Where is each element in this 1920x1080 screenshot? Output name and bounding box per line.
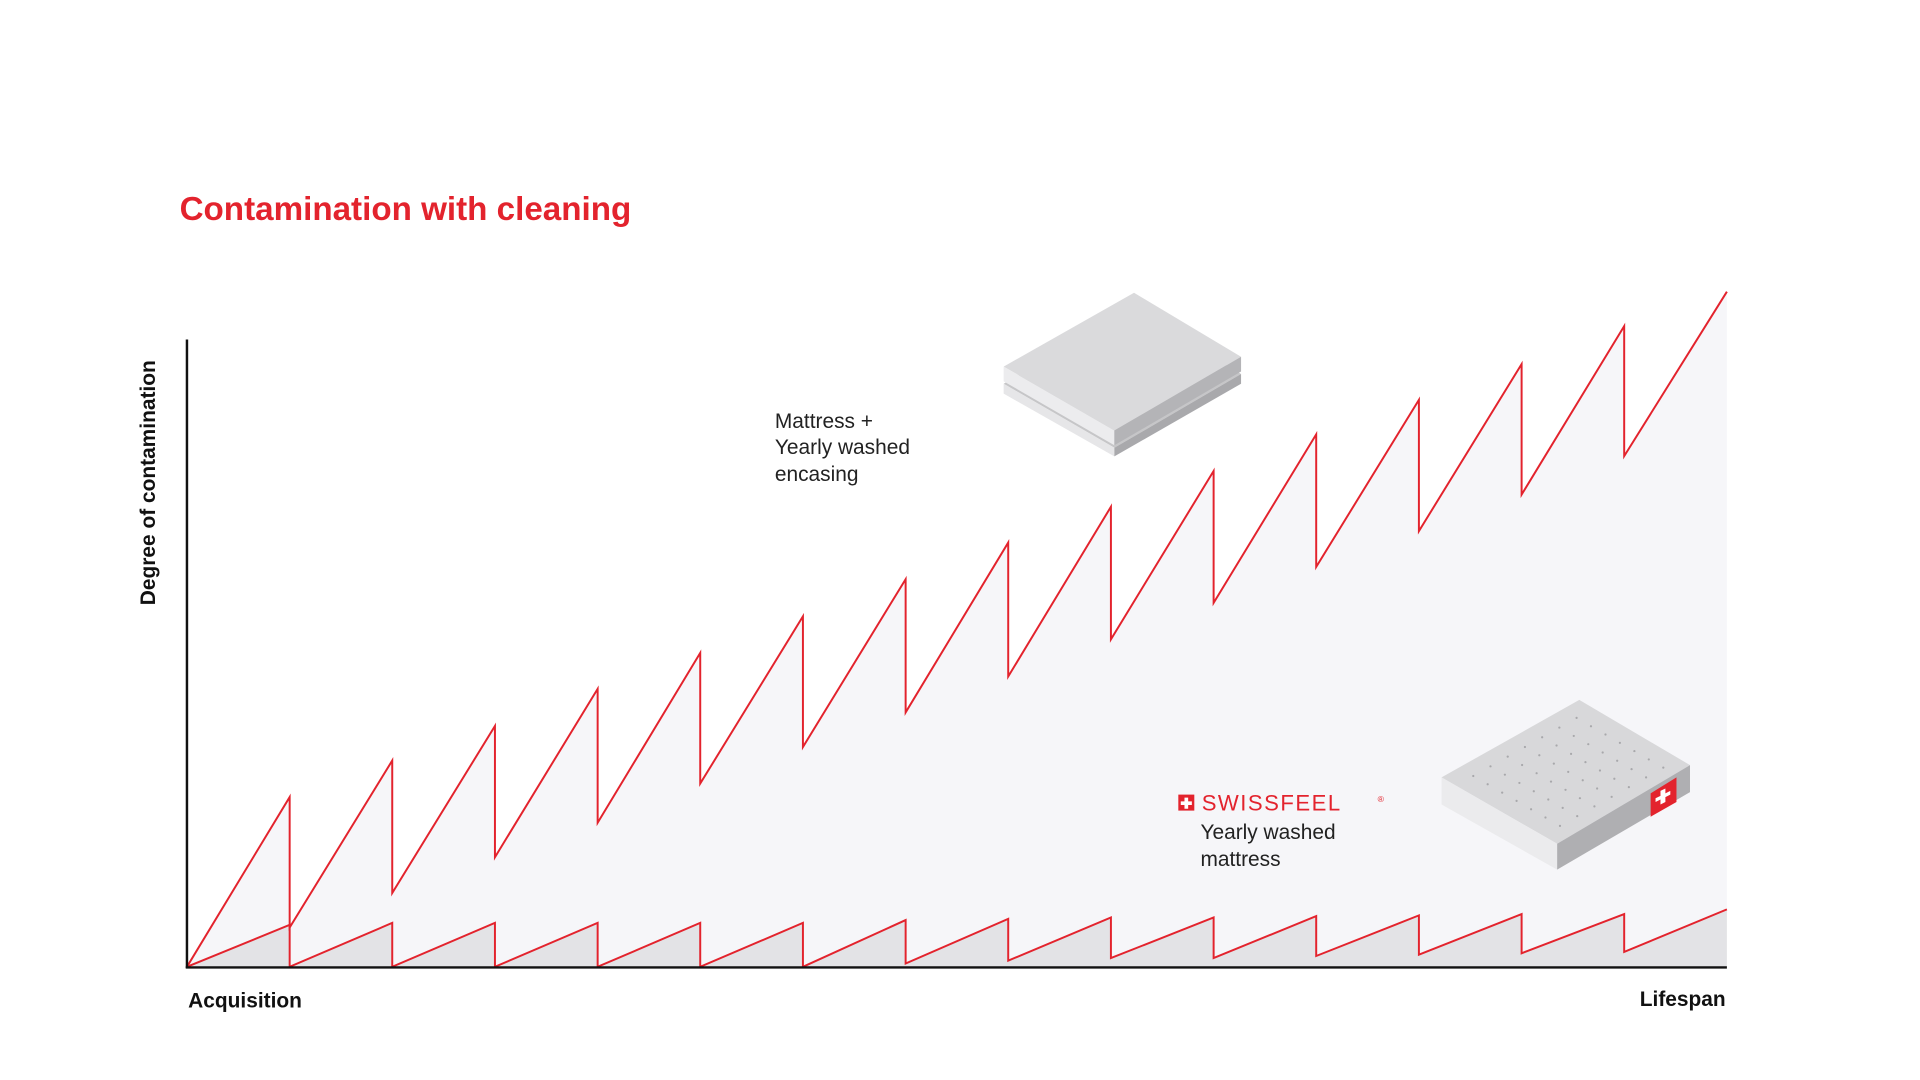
mattress-dot <box>1593 805 1596 808</box>
mattress-dot <box>1518 781 1521 785</box>
mattress-dot <box>1567 770 1570 773</box>
label-line: encasing <box>775 463 859 486</box>
x-axis-label-end: Lifespan <box>1640 988 1726 1011</box>
mattress-dot <box>1538 754 1541 757</box>
mattress-dot <box>1575 716 1578 719</box>
chart-title: Contamination with cleaning <box>180 191 632 228</box>
mattress-dot <box>1569 752 1573 756</box>
mattress-dot <box>1532 790 1535 793</box>
mattress-dot <box>1578 797 1582 800</box>
mattress-dot <box>1627 785 1630 789</box>
mattress-dot <box>1529 808 1533 811</box>
label-line: Mattress + <box>775 410 873 433</box>
mattress-dot <box>1610 795 1613 798</box>
brand-mark: ® <box>1378 794 1385 804</box>
y-axis-label: Degree of contamination <box>137 360 160 605</box>
mattress-dot <box>1581 779 1584 782</box>
mattress-dot <box>1644 776 1648 779</box>
label-line: Yearly washed <box>1200 821 1335 844</box>
mattress-dot <box>1584 761 1587 764</box>
swissfeel-logo: SWISSFEEL ® <box>1178 791 1385 816</box>
mattress-dot <box>1647 758 1650 761</box>
mattress-dot <box>1549 780 1553 783</box>
mattress-dot <box>1613 777 1616 780</box>
mattress-dot <box>1598 769 1602 772</box>
mattress-dot <box>1555 744 1558 747</box>
mattress-dot <box>1515 799 1518 802</box>
mattress-dot <box>1523 745 1527 749</box>
mattress-dot <box>1552 762 1555 765</box>
mattress-dot <box>1572 734 1575 738</box>
mattress-dot <box>1589 725 1593 728</box>
swiss-cross-icon <box>1180 797 1192 809</box>
mattress-dot <box>1506 755 1509 758</box>
mattress-dot <box>1576 815 1579 818</box>
mattress-dot <box>1486 783 1489 786</box>
label-line: mattress <box>1200 848 1280 871</box>
mattress-dot <box>1616 759 1619 762</box>
mattress-dot <box>1587 743 1590 746</box>
mattress-dot <box>1503 773 1506 776</box>
mattress-dot <box>1472 774 1475 778</box>
mattress-encasing-illustration <box>1003 292 1242 457</box>
series-label-encasing: Mattress + Yearly washed encasing <box>775 410 910 486</box>
mattress-dot <box>1662 766 1665 769</box>
mattress-dot <box>1547 798 1550 801</box>
series-line-1 <box>186 908 1728 969</box>
mattress-dot <box>1564 788 1567 791</box>
mattress-dot <box>1633 749 1636 753</box>
mattress-dot <box>1561 806 1564 809</box>
mattress-dot <box>1596 787 1599 790</box>
series-line-0 <box>186 291 1728 968</box>
mattress-dot <box>1618 741 1621 744</box>
series-label-mattress: Yearly washed mattress <box>1200 821 1335 871</box>
swissfeel-mattress-illustration <box>1441 699 1690 870</box>
mattress-dot <box>1544 816 1547 819</box>
mattress-dot <box>1535 772 1538 775</box>
mattress-dot <box>1501 791 1504 794</box>
mattress-dot <box>1558 726 1561 729</box>
mattress-dot <box>1558 824 1562 827</box>
mattress-dot <box>1604 733 1607 736</box>
mattress-dot <box>1489 765 1492 768</box>
mattress-dot <box>1630 768 1633 771</box>
brand-name: SWISSFEEL <box>1202 791 1342 816</box>
mattress-dot <box>1541 736 1544 739</box>
x-axis-label-start: Acquisition <box>188 989 302 1012</box>
mattress-dot <box>1601 751 1604 754</box>
mattress-dot <box>1520 763 1524 767</box>
swiss-cross-icon <box>1655 788 1671 805</box>
series-area-1 <box>186 909 1727 967</box>
label-line: Yearly washed <box>775 436 910 459</box>
